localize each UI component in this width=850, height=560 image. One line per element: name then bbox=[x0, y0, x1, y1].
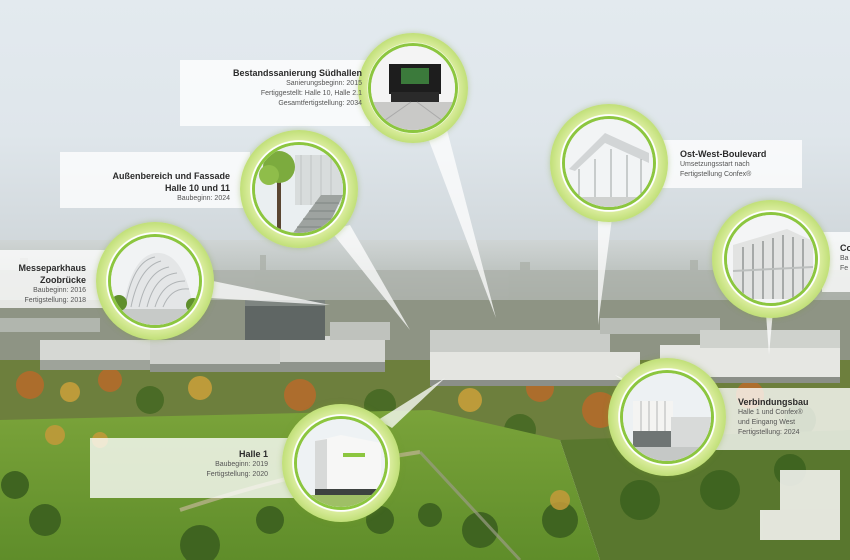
bubble-messeparkhaus[interactable] bbox=[96, 222, 214, 340]
callout-line: Fertigstellung: 2020 bbox=[206, 471, 268, 478]
callout-title: Außenbereich und Fassade bbox=[112, 171, 230, 181]
callout-line: Fertigstellung: 2024 bbox=[738, 429, 800, 436]
parking-garage-photo-icon bbox=[108, 234, 202, 328]
callout-line: Baubeginn: 2019 bbox=[215, 461, 268, 468]
label-verbindungsbau: Verbindungsbau Halle 1 und Confex® und E… bbox=[738, 396, 848, 438]
connector-building-photo-icon bbox=[620, 370, 714, 464]
callout-line: Baubeginn: 2016 bbox=[33, 287, 86, 294]
panel-ostwest bbox=[662, 140, 802, 188]
callout-title: Messeparkhaus bbox=[18, 263, 86, 273]
callout-title: Halle 10 und 11 bbox=[164, 183, 230, 193]
panel-suedhallen bbox=[180, 60, 370, 126]
hall1-photo-icon bbox=[294, 416, 388, 510]
label-aussenbereich: Außenbereich und Fassade Halle 10 und 11… bbox=[66, 170, 230, 204]
label-messeparkhaus: Messeparkhaus Zoobrücke Baubeginn: 2016 … bbox=[4, 262, 86, 306]
label-suedhallen: Bestandssanierung Südhallen Sanierungsbe… bbox=[186, 67, 362, 109]
callout-title: Zoobrücke bbox=[39, 275, 86, 285]
label-halle1: Halle 1 Baubeginn: 2019 Fertigstellung: … bbox=[150, 448, 268, 480]
callout-line: Baubeginn: 2024 bbox=[177, 195, 230, 202]
callout-title: Verbindungsbau bbox=[738, 397, 809, 407]
bubble-suedhallen[interactable] bbox=[358, 33, 468, 143]
callout-title: Co bbox=[840, 243, 850, 253]
callout-line: und Eingang West bbox=[738, 419, 796, 426]
callout-line: Fe bbox=[840, 265, 849, 272]
panel-messeparkhaus bbox=[0, 250, 110, 308]
callout-line: Fertiggestellt: Halle 10, Halle 2.1 bbox=[260, 90, 362, 97]
bubble-aussenbereich[interactable] bbox=[240, 130, 358, 248]
confex-building-photo-icon bbox=[724, 212, 818, 306]
stairway-facade-photo-icon bbox=[252, 142, 346, 236]
callout-title: Halle 1 bbox=[238, 449, 268, 459]
bubble-verbindungsbau[interactable] bbox=[608, 358, 726, 476]
panel-halle1 bbox=[90, 438, 300, 498]
callout-line: Umsetzungsstart nach bbox=[680, 161, 750, 168]
hall-interior-photo-icon bbox=[368, 43, 458, 133]
callout-title: Ost-West-Boulevard bbox=[680, 149, 767, 159]
callout-line: Sanierungsbeginn: 2015 bbox=[286, 80, 362, 87]
callout-line: Fertigstellung: 2018 bbox=[24, 297, 86, 304]
callout-line: Ba bbox=[840, 255, 849, 262]
callout-line: Fertigstellung Confex® bbox=[680, 171, 752, 178]
callout-line: Halle 1 und Confex® bbox=[738, 409, 803, 416]
label-confex: Co Ba Fe bbox=[840, 242, 850, 274]
canopy-photo-icon bbox=[562, 116, 656, 210]
bubble-confex[interactable] bbox=[712, 200, 830, 318]
panel-aussenbereich bbox=[60, 152, 250, 208]
label-ostwest: Ost-West-Boulevard Umsetzungsstart nach … bbox=[680, 148, 800, 180]
bubble-ostwest[interactable] bbox=[550, 104, 668, 222]
callout-line: Gesamtfertigstellung: 2034 bbox=[278, 100, 362, 107]
callout-title: Bestandssanierung Südhallen bbox=[232, 68, 362, 78]
bubble-halle1[interactable] bbox=[282, 404, 400, 522]
